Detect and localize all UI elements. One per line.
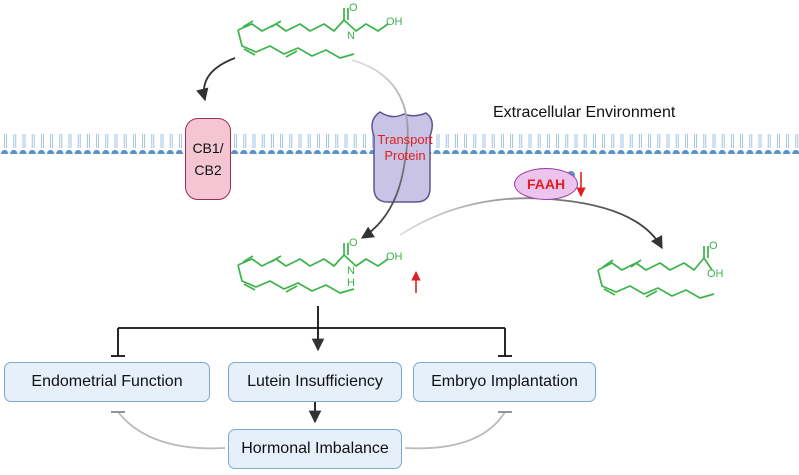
receptor-label-line2: CB2 [194, 162, 222, 178]
embryo-implantation-box: Embryo Implantation [413, 362, 596, 402]
endometrial-function-box: Endometrial Function [4, 362, 210, 402]
acid-oh-label: OH [707, 268, 724, 280]
acid-o-label: O [709, 240, 718, 252]
anandamide-molecule-inner [237, 243, 389, 294]
faah-enzyme: FAAH [514, 168, 578, 200]
anandamide-molecule-top [237, 8, 389, 59]
arrow-to-receptor [196, 57, 236, 102]
pathway-connectors [111, 306, 512, 424]
hormonal-imbalance-box: Hormonal Imbalance [228, 429, 402, 469]
amide-n-label-inner: N [347, 265, 355, 277]
arrow-to-acid [399, 197, 663, 250]
arrow-through-transport [351, 59, 409, 239]
receptor-label-line1: CB1/ [192, 140, 224, 156]
feedback-curves [111, 411, 512, 450]
extracellular-label: Extracellular Environment [493, 104, 676, 121]
lipid-tail-lines [4, 134, 799, 148]
transport-protein-shape [371, 111, 433, 203]
amide-o-label: O [349, 2, 358, 14]
transport-protein-label: Transport Protein [362, 132, 448, 164]
arachidonic-acid-molecule [597, 246, 715, 299]
amide-h-label-inner: H [347, 277, 355, 289]
amide-n-label: N [347, 30, 355, 42]
hydroxyl-label: OH [386, 16, 403, 28]
hydroxyl-label-inner: OH [386, 251, 403, 263]
cb1-cb2-receptor: CB1/ CB2 [185, 118, 231, 200]
lutein-insufficiency-box: Lutein Insufficiency [228, 362, 402, 402]
amide-o-label-inner: O [349, 237, 358, 249]
transport-label-line1: Transport [377, 132, 433, 147]
transport-label-line2: Protein [384, 148, 426, 163]
